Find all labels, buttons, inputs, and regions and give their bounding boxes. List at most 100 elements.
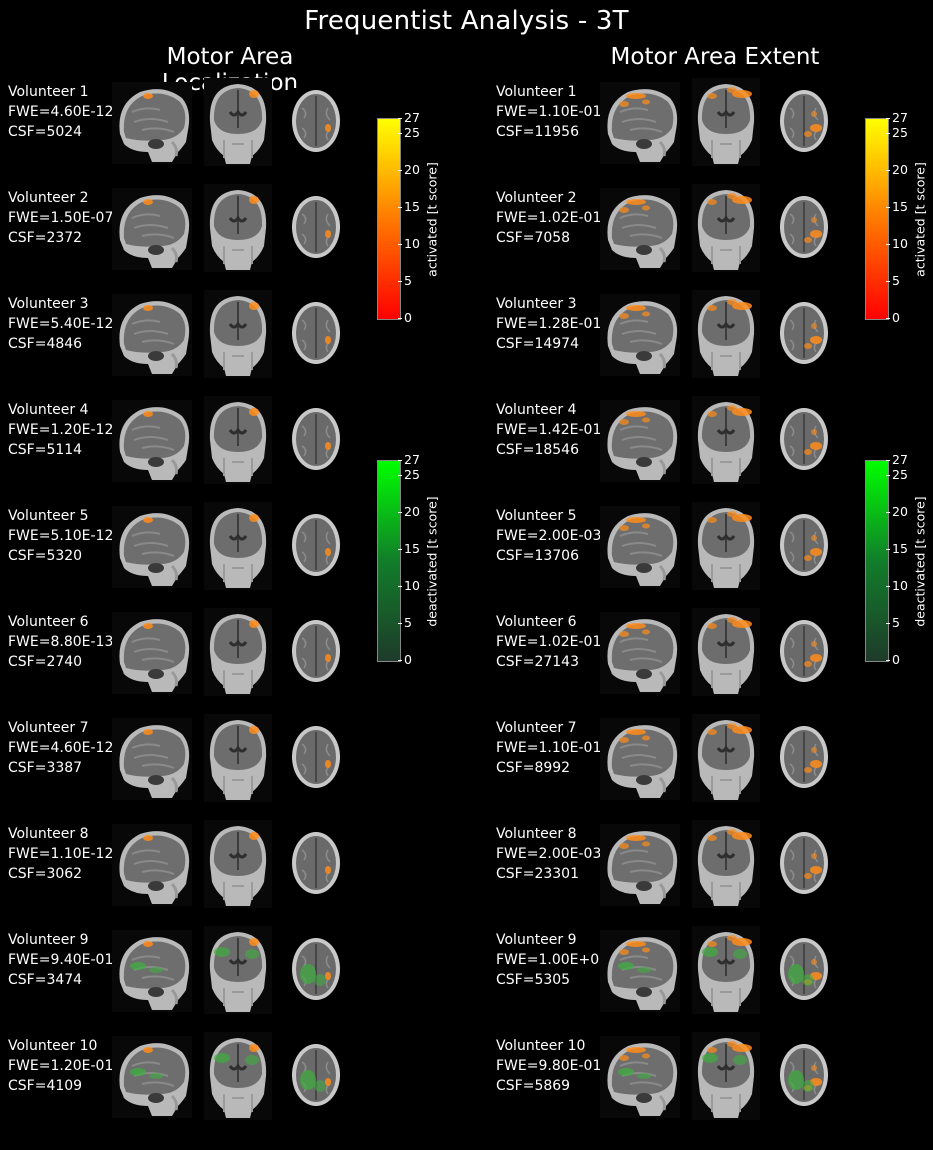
volunteer-fwe: FWE=2.00E-03 xyxy=(496,528,602,544)
coronal-slice-image xyxy=(204,502,272,590)
axial-slice-image xyxy=(290,936,342,1002)
coronal-slice-image xyxy=(204,396,272,484)
volunteer-csf: CSF=4109 xyxy=(8,1078,83,1094)
colorbar-tick-label: 20 xyxy=(398,503,420,519)
axial-slice-image xyxy=(290,194,342,260)
sagittal-slice-image xyxy=(600,718,680,800)
colorbar-gradient xyxy=(377,460,401,662)
colorbar-tick-label: 0 xyxy=(886,652,900,667)
volunteer-fwe: FWE=1.42E-01 xyxy=(496,422,602,438)
volunteer-name: Volunteer 6 xyxy=(8,614,89,630)
coronal-slice-image xyxy=(692,714,760,802)
volunteer-fwe: FWE=1.02E-01 xyxy=(496,210,602,226)
colorbar-gradient xyxy=(377,118,401,320)
colorbar-tick-label: 25 xyxy=(886,466,908,482)
colorbar-tick-label: 15 xyxy=(398,540,420,556)
coronal-slice-image xyxy=(204,926,272,1014)
coronal-slice-image xyxy=(204,820,272,908)
volunteer-csf: CSF=2372 xyxy=(8,230,83,246)
mri-slices xyxy=(600,714,860,810)
volunteer-csf: CSF=3387 xyxy=(8,760,83,776)
volunteer-csf: CSF=18546 xyxy=(496,442,579,458)
volunteer-fwe: FWE=9.40E-01 xyxy=(8,952,114,968)
colorbar-tick-label: 15 xyxy=(886,198,908,214)
colorbar-tick-label: 5 xyxy=(398,272,412,288)
volunteer-csf: CSF=5114 xyxy=(8,442,83,458)
colorbar-tick-label: 0 xyxy=(398,652,412,667)
volunteer-fwe: FWE=5.40E-12 xyxy=(8,316,114,332)
coronal-slice-image xyxy=(692,78,760,166)
sagittal-slice-image xyxy=(112,188,192,270)
volunteer-name: Volunteer 5 xyxy=(496,508,577,524)
volunteer-name: Volunteer 5 xyxy=(8,508,89,524)
colorbar-tick-label: 27 xyxy=(886,110,908,125)
coronal-slice-image xyxy=(692,1032,760,1120)
volunteer-fwe: FWE=1.10E-01 xyxy=(496,740,602,756)
volunteer-name: Volunteer 9 xyxy=(496,932,577,948)
volunteer-name: Volunteer 4 xyxy=(8,402,89,418)
sagittal-slice-image xyxy=(112,506,192,588)
colorbar-tick-label: 0 xyxy=(886,310,900,325)
volunteer-csf: CSF=2740 xyxy=(8,654,83,670)
volunteer-csf: CSF=5869 xyxy=(496,1078,571,1094)
volunteer-name: Volunteer 10 xyxy=(496,1038,586,1054)
colorbar-tick-label: 25 xyxy=(886,124,908,140)
coronal-slice-image xyxy=(204,290,272,378)
colorbar-tick-label: 27 xyxy=(886,452,908,467)
axial-slice-image xyxy=(778,88,830,154)
colorbar-tick-label: 15 xyxy=(886,540,908,556)
coronal-slice-image xyxy=(692,396,760,484)
coronal-slice-image xyxy=(692,502,760,590)
volunteer-csf: CSF=4846 xyxy=(8,336,83,352)
volunteer-csf: CSF=13706 xyxy=(496,548,579,564)
volunteer-csf: CSF=3474 xyxy=(8,972,83,988)
axial-slice-image xyxy=(290,406,342,472)
coronal-slice-image xyxy=(204,78,272,166)
mri-slices xyxy=(600,608,860,704)
mri-slices xyxy=(112,714,372,810)
mri-slices xyxy=(600,290,860,386)
axial-slice-image xyxy=(778,194,830,260)
coronal-slice-image xyxy=(692,290,760,378)
volunteer-name: Volunteer 2 xyxy=(496,190,577,206)
colorbar-tick-label: 25 xyxy=(398,124,420,140)
coronal-slice-image xyxy=(692,820,760,908)
volunteer-fwe: FWE=2.00E-03 xyxy=(496,846,602,862)
volunteer-name: Volunteer 7 xyxy=(8,720,89,736)
volunteer-fwe: FWE=1.10E-01 xyxy=(496,104,602,120)
mri-slices xyxy=(112,78,372,174)
sagittal-slice-image xyxy=(112,930,192,1012)
volunteer-name: Volunteer 6 xyxy=(496,614,577,630)
colorbar-label: activated [t score] xyxy=(424,162,440,277)
axial-slice-image xyxy=(290,1042,342,1108)
sagittal-slice-image xyxy=(600,612,680,694)
colorbar-tick-label: 20 xyxy=(886,161,908,177)
volunteer-csf: CSF=8992 xyxy=(496,760,571,776)
volunteer-fwe: FWE=1.20E-12 xyxy=(8,422,114,438)
volunteer-fwe: FWE=1.50E-07 xyxy=(8,210,114,226)
volunteer-name: Volunteer 2 xyxy=(8,190,89,206)
axial-slice-image xyxy=(290,88,342,154)
volunteer-fwe: FWE=1.20E-01 xyxy=(8,1058,114,1074)
axial-slice-image xyxy=(778,1042,830,1108)
axial-slice-image xyxy=(778,618,830,684)
colorbar-label: activated [t score] xyxy=(912,162,928,277)
